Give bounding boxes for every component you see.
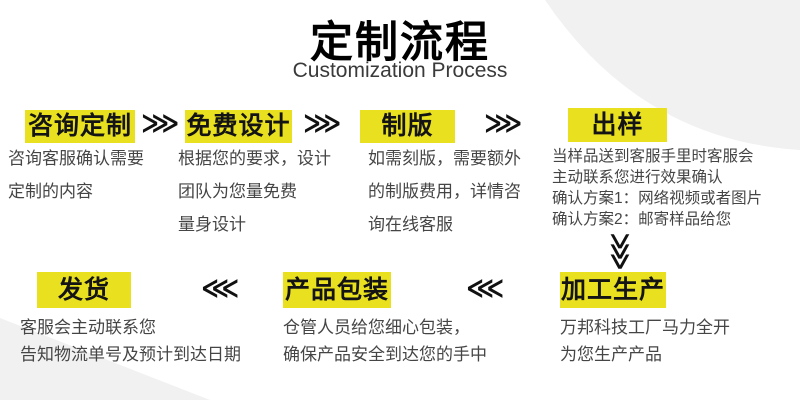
arrow-left-icon: ⋘ <box>201 273 240 304</box>
step-label-plate-making: 制版 <box>360 110 455 143</box>
step-desc-plate-making: 如需刻版，需要额外 的制版费用，详情咨 询在线客服 <box>368 149 521 234</box>
step-label-production: 加工生产 <box>560 272 666 308</box>
step-desc-consult: 咨询客服确认需要 定制的内容 <box>8 149 144 201</box>
step-desc-shipping: 客服会主动联系您 告知物流单号及预计到达日期 <box>20 318 241 364</box>
arrow-left-icon: ⋘ <box>466 273 505 304</box>
step-label-consult: 咨询定制 <box>25 110 135 143</box>
step-desc-free-design: 根据您的要求，设计 团队为您量免费 量身设计 <box>178 149 331 234</box>
arrow-down-icon: ⋙ <box>604 232 636 271</box>
arrow-right-icon: ⋙ <box>484 108 523 139</box>
step-label-sampling: 出样 <box>568 108 667 142</box>
step-label-free-design: 免费设计 <box>185 110 292 143</box>
page-subtitle: Customization Process <box>292 59 508 82</box>
step-desc-packaging: 仓管人员给您细心包装， 确保产品安全到达您的手中 <box>283 318 487 364</box>
page-title: 定制流程 <box>310 19 490 67</box>
step-desc-sampling: 当样品送到客服手里时客服会 主动联系您进行效果确认 确认方案1：网络视频或者图片… <box>552 148 763 228</box>
step-label-packaging: 产品包装 <box>283 272 391 308</box>
arrow-right-icon: ⋙ <box>141 108 180 139</box>
arrow-right-icon: ⋙ <box>303 108 342 139</box>
step-label-shipping: 发货 <box>37 272 131 308</box>
step-desc-production: 万邦科技工厂马力全开 为您生产产品 <box>560 318 730 364</box>
